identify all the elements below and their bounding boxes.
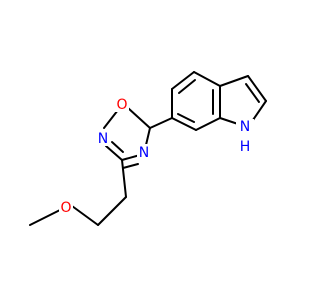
bond-c4i-c3a	[193, 71, 221, 87]
bond-c5i-c4i-double	[178, 79, 196, 94]
bond-n2-c3-double	[111, 141, 124, 153]
indole-nh-label: N H	[236, 119, 254, 155]
bond-n1-c7a	[219, 117, 239, 125]
bond-c3-c2-double	[245, 83, 260, 103]
methoxy-oxygen-text: O	[60, 200, 71, 216]
bond-o-ch2	[71, 205, 99, 226]
bond-ch2-ring	[121, 159, 127, 198]
molecule-canvas: O N N O N H	[29, 71, 267, 226]
bond-n4-c5	[145, 127, 151, 146]
ring-oxygen-label: O	[115, 96, 129, 113]
bond-ch2-ch2	[97, 196, 127, 226]
ring-nitrogen-left-label: N	[96, 130, 110, 147]
ring-nitrogen-right-text: N	[139, 145, 149, 161]
bond-methyl-o	[29, 209, 61, 226]
bond-c2-n1	[252, 100, 267, 121]
bond-c7-c6-double	[177, 113, 195, 123]
indole-hydrogen-text: H	[240, 139, 251, 155]
bond-o1-n2	[103, 109, 119, 129]
bond-c3-c2	[247, 75, 267, 102]
bond-c5i-c4i	[171, 71, 195, 90]
ring-oxygen-text: O	[116, 97, 127, 113]
ring-nitrogen-left-text: N	[98, 131, 108, 147]
methoxy-oxygen-label: O	[59, 199, 73, 216]
atom-labels: O N N O N H	[59, 96, 254, 216]
bonds	[29, 71, 267, 226]
bond-n2-c3	[105, 145, 123, 161]
bond-c7-c6	[171, 117, 197, 131]
bond-c5-indole	[149, 117, 173, 129]
indole-nitrogen-text: N	[240, 119, 250, 135]
ring-nitrogen-right-label: N	[137, 144, 151, 161]
structure-diagram: O N N O N H	[29, 71, 267, 226]
bond-c7a-c7	[195, 117, 221, 131]
bond-c5-o1	[127, 107, 151, 129]
bond-c3a-c3	[219, 75, 249, 87]
bond-c3-n4-double	[122, 163, 139, 169]
